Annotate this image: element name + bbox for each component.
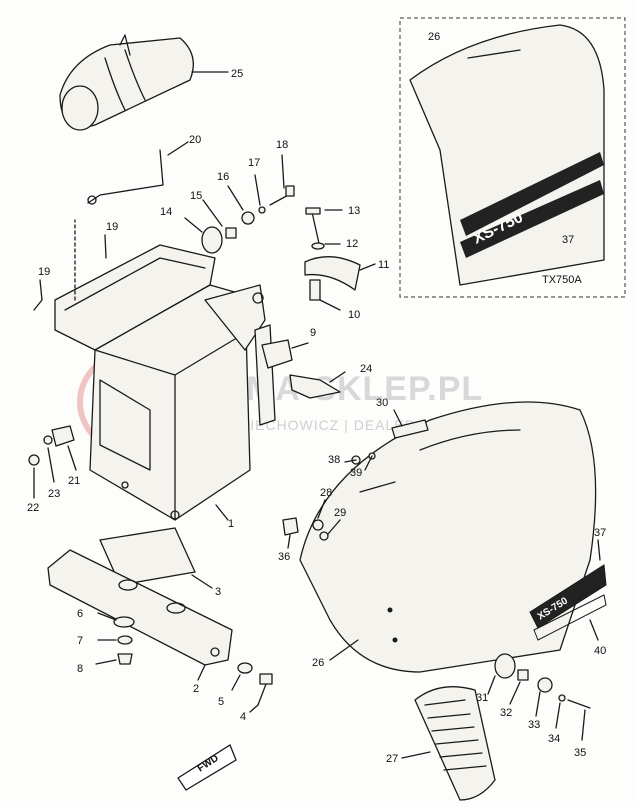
- callout-15: 15: [190, 190, 202, 202]
- callout-8: 8: [77, 663, 83, 675]
- callout-19-left: 19: [38, 266, 50, 278]
- callout-26: 26: [312, 657, 324, 669]
- callout-16: 16: [217, 171, 229, 183]
- callout-25: 25: [231, 68, 243, 80]
- callout-28: 28: [320, 487, 332, 499]
- side-bracket: [289, 374, 341, 399]
- callout-3: 3: [215, 586, 221, 598]
- callout-7: 7: [77, 635, 83, 647]
- callout-20: 20: [189, 134, 201, 146]
- callout-1: 1: [228, 518, 234, 530]
- callout-13: 13: [348, 205, 360, 217]
- tool-bag: [59, 34, 229, 131]
- callout-11: 11: [378, 259, 389, 271]
- callout-39: 39: [350, 467, 362, 479]
- callout-33: 33: [528, 719, 540, 731]
- rubber-pad: [99, 527, 196, 586]
- left-hardware: [28, 234, 107, 499]
- clamp-hardware: [304, 207, 376, 311]
- callout-26-inset: 26: [428, 31, 440, 43]
- fwd-arrow: FWD: [177, 744, 237, 791]
- cover-mount-hardware: [487, 653, 591, 741]
- callout-23: 23: [48, 488, 60, 500]
- rubber-damper: [261, 339, 293, 369]
- callout-24: 24: [360, 363, 372, 375]
- inset-detail: XS-750 TX750A: [399, 17, 626, 298]
- emblem: [391, 419, 429, 439]
- callout-36: 36: [278, 551, 290, 563]
- callout-37-inset: 37: [562, 234, 574, 246]
- callout-37: 37: [594, 527, 606, 539]
- callout-29: 29: [334, 507, 346, 519]
- callout-6: 6: [77, 608, 83, 620]
- callout-21: 21: [68, 475, 80, 487]
- callout-9: 9: [310, 327, 316, 339]
- side-cover: XS-750: [299, 401, 607, 673]
- callout-35: 35: [574, 747, 586, 759]
- callout-38: 38: [328, 454, 340, 466]
- callout-2: 2: [193, 683, 199, 695]
- inset-badge: XS-750: [460, 152, 604, 258]
- callout-27: 27: [386, 753, 398, 765]
- callout-40: 40: [594, 645, 606, 657]
- callout-4: 4: [240, 711, 246, 723]
- callout-17: 17: [248, 157, 260, 169]
- battery-box: [54, 219, 276, 521]
- callout-14: 14: [160, 206, 172, 218]
- callout-10: 10: [348, 309, 360, 321]
- callout-30: 30: [376, 397, 388, 409]
- callout-32: 32: [500, 707, 512, 719]
- model-label: TX750A: [542, 274, 582, 286]
- callout-18: 18: [276, 139, 288, 151]
- retaining-strap: [87, 141, 189, 205]
- callout-31: 31: [476, 692, 488, 704]
- callout-34: 34: [548, 733, 560, 745]
- upper-mount-hardware: [184, 154, 295, 254]
- lower-bracket-hardware: [95, 612, 273, 713]
- callout-5: 5: [218, 696, 224, 708]
- callout-labels: 25 20 18 17 16 15 14 19 19 13 12 11 10 9…: [27, 31, 606, 765]
- callout-12: 12: [346, 238, 358, 250]
- vent-cover: [401, 686, 496, 801]
- lower-bracket: [47, 549, 233, 681]
- callout-19-upper: 19: [106, 221, 118, 233]
- callout-22: 22: [27, 502, 39, 514]
